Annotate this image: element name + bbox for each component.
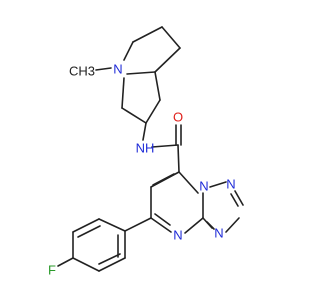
atom-labels: CH3 N NH O N N N N F: [48, 62, 236, 278]
bond-c5-n4-double: [154, 213, 171, 226]
bond-ph-5: [98, 257, 126, 272]
bond-ph-5-double: [98, 253, 121, 265]
bond-n4-c3a: [184, 217, 204, 234]
tropane-n-label: N: [113, 62, 122, 77]
bond-n8-n1: [209, 181, 227, 188]
bond-c3-c4: [145, 99, 161, 124]
bond-ph-2: [72, 218, 100, 233]
bond-c2-n3: [225, 217, 240, 233]
bond-c4-c5: [154, 71, 161, 101]
bond-n-c5: [126, 71, 156, 75]
bond-n3-c3a-double: [206, 221, 215, 230]
bond-ph-f: [57, 257, 74, 267]
triazole-n3-label: N: [214, 226, 223, 241]
fluorine-label: F: [48, 263, 56, 278]
tropane-bonds: [95, 26, 181, 141]
bond-carbonyl-c7: [177, 144, 180, 173]
bond-c5-ph: [124, 217, 152, 232]
amide-nh-label: NH: [136, 141, 155, 156]
bond-c5-n4: [150, 217, 172, 233]
bicyclic-core-bonds: [150, 171, 244, 234]
bond-n8-c7: [178, 171, 199, 194]
pyrimidine-n-label: N: [173, 228, 182, 243]
bond-methyl: [95, 67, 112, 71]
bond-c2-c3: [121, 107, 147, 124]
bond-ph-2-double: [77, 225, 101, 238]
carbonyl-o-label: O: [173, 110, 183, 125]
bond-n1-c2: [234, 190, 244, 206]
amide-bonds: [151, 124, 182, 173]
bond-n-c1: [123, 41, 134, 61]
bridgehead-n-label: N: [199, 179, 208, 194]
triazole-n1-label: N: [226, 177, 235, 192]
bond-c6-c5: [154, 47, 181, 73]
molecule-structure: CH3 N NH O N N N N F: [48, 26, 244, 278]
molecule-structure-canvas: CH3 N NH O N N N N F: [48, 26, 244, 278]
bond-n-c2side: [121, 77, 125, 109]
bond-c7-c6-double: [152, 173, 175, 186]
bond-ph-4: [72, 257, 100, 272]
fluorophenyl-bonds: [57, 217, 152, 272]
bond-c3-nh: [142, 122, 147, 141]
bond-nh-carbonyl: [151, 144, 179, 148]
bond-c7-c6: [161, 26, 181, 49]
methyl-label: CH3: [69, 64, 95, 79]
bond-n1-c2-double: [230, 193, 239, 207]
bond-ph-1: [98, 218, 126, 232]
bond-c1-c7: [132, 26, 163, 43]
